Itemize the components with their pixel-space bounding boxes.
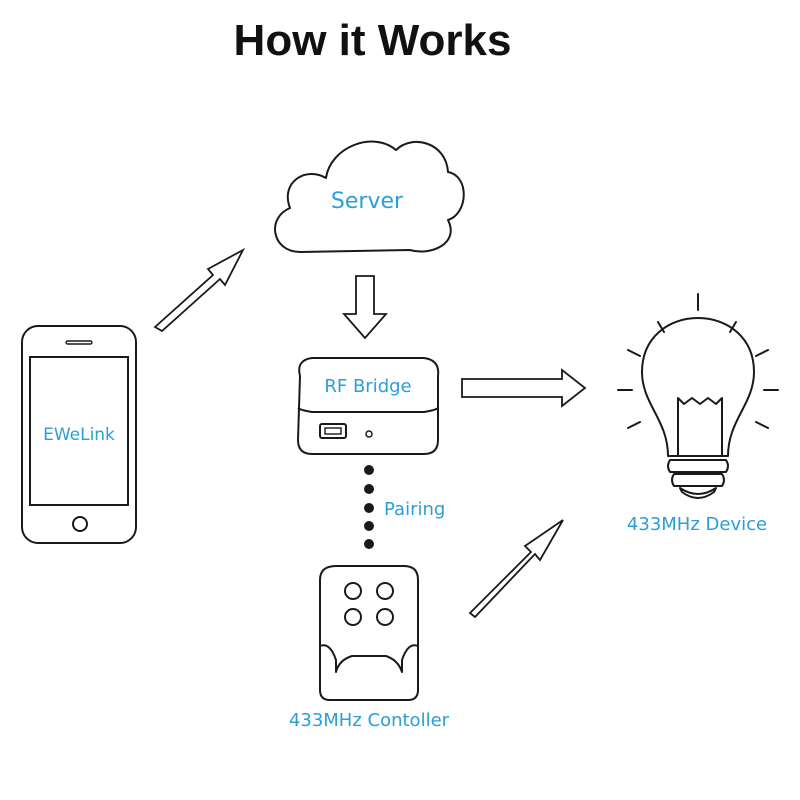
pairing-label: Pairing <box>384 499 445 520</box>
rf-bridge-icon <box>296 357 440 455</box>
arrow-icon <box>461 368 587 408</box>
arrow-icon <box>468 519 564 619</box>
rf-bridge-label: RF Bridge <box>324 376 411 397</box>
bulb-icon <box>617 293 779 499</box>
controller-label: 433MHz Contoller <box>289 710 450 731</box>
phone-app-label: EWeLink <box>43 425 115 445</box>
page-title: How it Works <box>233 16 512 65</box>
arrow-icon <box>342 275 388 340</box>
cloud-icon <box>274 140 465 253</box>
device-label: 433MHz Device <box>627 514 767 535</box>
phone-icon <box>21 325 137 544</box>
pairing-dots <box>364 465 374 549</box>
server-label: Server <box>331 189 404 214</box>
arrow-icon <box>153 247 246 333</box>
remote-controller-icon <box>319 565 419 701</box>
